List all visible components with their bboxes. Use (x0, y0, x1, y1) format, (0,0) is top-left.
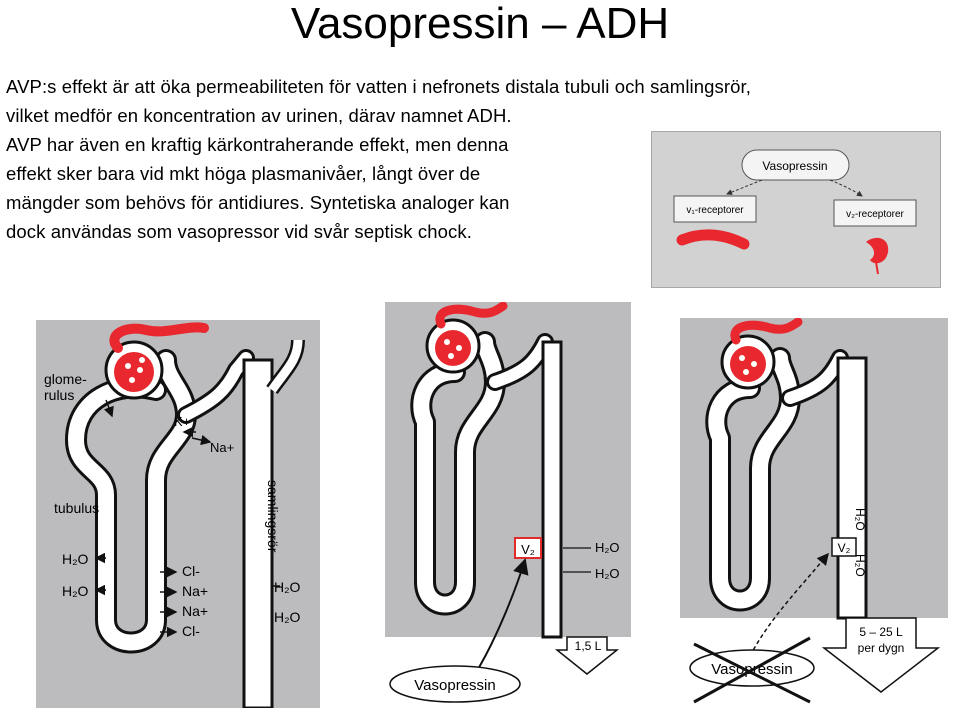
vasopressin-label-2: Vasopressin (414, 677, 495, 694)
water-label-1: H₂O (62, 551, 89, 567)
potassium-label: K+ (174, 414, 190, 429)
body-line-1: AVP:s effekt är att öka permeabiliteten … (6, 72, 936, 101)
urine-volume-label: 1,5 L (575, 639, 602, 653)
v2-receptor-label: v₂-receptorer (846, 209, 904, 220)
ion-label-1: Cl- (182, 563, 200, 579)
nephron-panel-1-svg: glome-rulus tubulus samlingsrör K+ Na+ H… (36, 320, 320, 708)
urine-volume-label-3: 5 – 25 L (859, 625, 903, 639)
v2-label-3: V₂ (838, 541, 851, 555)
receptor-diagram: Vasopressin v₁-receptorer v₂-receptorer (651, 131, 941, 288)
body-line-6: dock användas som vasopressor vid svår s… (6, 217, 626, 246)
nephron-panel-3-svg: V₂ H₂O H₂O 5 – 25 L per dygn Vasopressin (680, 318, 948, 708)
slide-body: AVP:s effekt är att öka permeabiliteten … (6, 72, 626, 246)
water-label-4: H₂O (274, 609, 301, 625)
water-label-2a: H₂O (595, 540, 620, 555)
nephron-panel-1: glome-rulus tubulus samlingsrör K+ Na+ H… (36, 320, 320, 708)
v2-label-2: V₂ (521, 542, 535, 557)
nephron-panel-3: V₂ H₂O H₂O 5 – 25 L per dygn Vasopressin (680, 318, 948, 708)
body-line-4: effekt sker bara vid mkt höga plasmanivå… (6, 159, 626, 188)
v1-receptor-label: v₁-receptorer (686, 205, 744, 216)
collecting-duct-3 (838, 358, 866, 618)
nephron-panel-2-svg: V₂ H₂O H₂O 1,5 L Vasopressin (385, 302, 631, 708)
urine-output-arrow: 1,5 L (557, 637, 617, 674)
water-label-2: H₂O (62, 583, 89, 599)
ion-label-4: Cl- (182, 623, 200, 639)
receptor-hormone-label: Vasopressin (762, 159, 827, 173)
ion-label-3: Na+ (182, 603, 208, 619)
samlingsror-label: samlingsrör (265, 480, 281, 553)
nephron-panel-2: V₂ H₂O H₂O 1,5 L Vasopressin (385, 302, 631, 708)
body-line-5: mängder som behövs för antidiures. Synte… (6, 188, 626, 217)
body-line-3: AVP har även en kraftig kärkontraherande… (6, 130, 626, 159)
body-line-2: vilket medför en koncentration av urinen… (6, 101, 626, 130)
collecting-duct-2 (543, 342, 561, 637)
receptor-diagram-svg: Vasopressin v₁-receptorer v₂-receptorer (652, 132, 940, 287)
slide-title: Vasopressin – ADH (0, 0, 960, 54)
kidney-icon (866, 238, 888, 274)
blood-vessel-icon (682, 235, 744, 244)
tubulus-label: tubulus (54, 500, 99, 516)
water-label-3: H₂O (274, 579, 301, 595)
water-label-3a: H₂O (853, 508, 867, 531)
urine-period-label-3: per dygn (858, 641, 905, 655)
water-label-2b: H₂O (595, 566, 620, 581)
water-label-3b: H₂O (853, 554, 867, 577)
ion-label-2: Na+ (182, 583, 208, 599)
sodium-label-top: Na+ (210, 440, 234, 455)
urine-output-arrow-3: 5 – 25 L per dygn (824, 618, 938, 692)
